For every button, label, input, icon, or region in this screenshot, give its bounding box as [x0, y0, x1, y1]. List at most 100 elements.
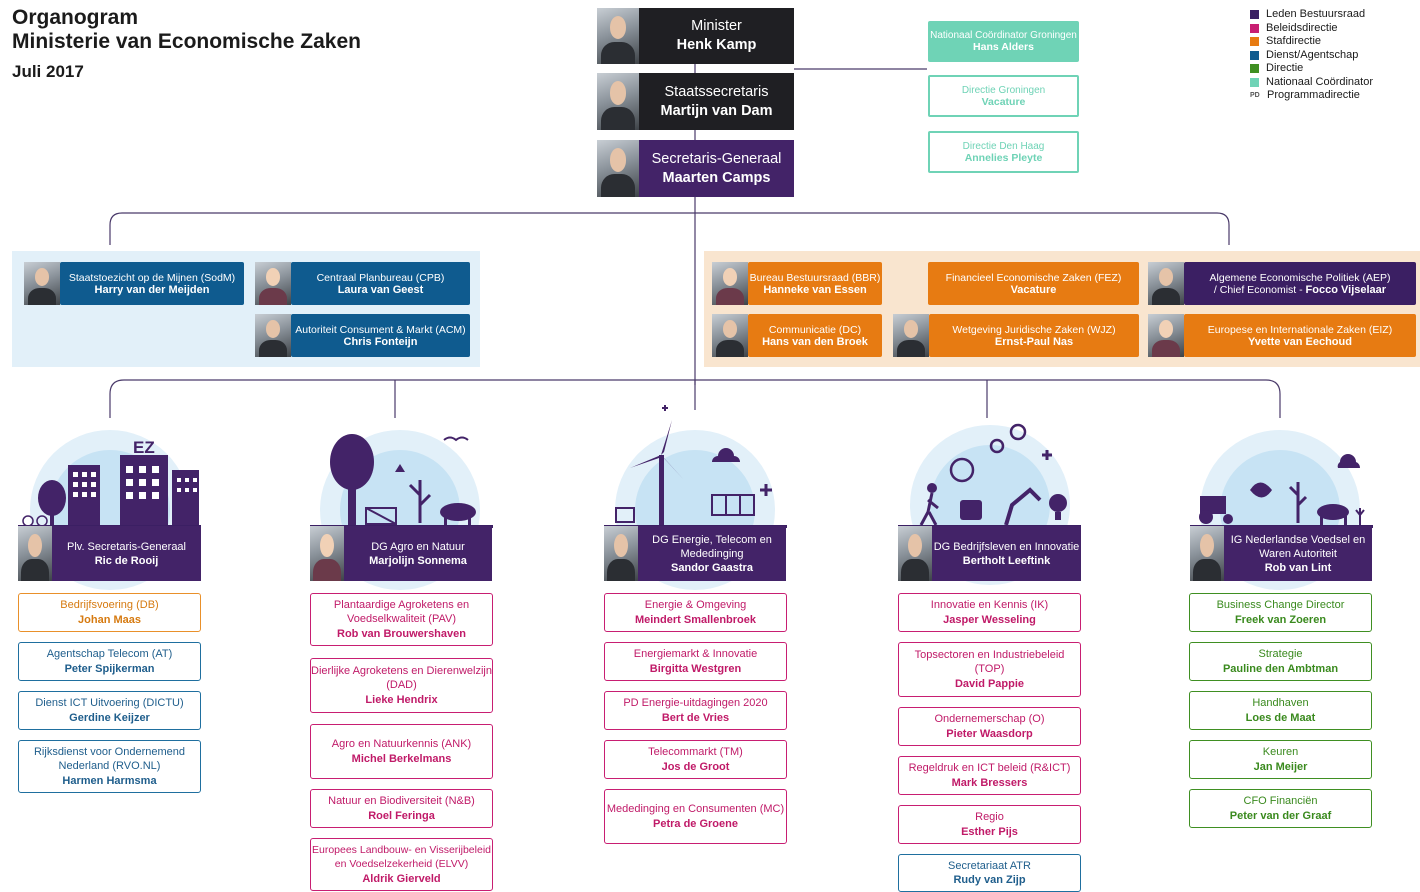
unit-name: Jasper Wesseling	[943, 613, 1036, 626]
dg4-name: Bertholt Leeftink	[962, 554, 1051, 567]
dg3-name: Sandor Gaastra	[671, 561, 753, 574]
legend-swatch	[1250, 10, 1259, 20]
dg1-head[interactable]: Plv. Secretaris-Generaal Ric de Rooij	[52, 526, 201, 581]
eiz-box[interactable]: Europese en Internationale Zaken (EIZ) Y…	[1184, 314, 1416, 357]
unit-rict[interactable]: Regeldruk en ICT beleid (R&ICT) Mark Bre…	[898, 756, 1081, 795]
unit-role: Regio	[975, 811, 1004, 823]
eiz-name: Yvette van Eechoud	[1248, 335, 1352, 348]
directie-den-haag-box[interactable]: Directie Den Haag Annelies Pleyte	[928, 131, 1079, 173]
unit-rvo[interactable]: Rijksdienst voor Ondernemend Nederland (…	[18, 740, 201, 793]
unit-at[interactable]: Agentschap Telecom (AT) Peter Spijkerman	[18, 642, 201, 681]
legend-item: Directie	[1250, 62, 1373, 76]
unit-db[interactable]: Bedrijfsvoering (DB) Johan Maas	[18, 593, 201, 632]
unit-dad[interactable]: Dierlijke Agroketens en Dierenwelzijn (D…	[310, 658, 493, 713]
acm-box[interactable]: Autoriteit Consument & Markt (ACM) Chris…	[291, 314, 470, 357]
unit-name: Peter van der Graaf	[1229, 809, 1332, 822]
aep-box[interactable]: Algemene Economische Politiek (AEP) / Ch…	[1184, 262, 1416, 305]
unit-name: Esther Pijs	[961, 825, 1018, 838]
unit-role: Regeldruk en ICT beleid (R&ICT)	[908, 762, 1071, 774]
cpb-name: Laura van Geest	[337, 283, 424, 296]
unit-nb[interactable]: Natuur en Biodiversiteit (N&B) Roel Feri…	[310, 789, 493, 828]
bbr-box[interactable]: Bureau Bestuursraad (BBR) Hanneke van Es…	[748, 262, 882, 305]
sodm-box[interactable]: Staatstoezicht op de Mijnen (SodM) Harry…	[60, 262, 244, 305]
unit-role: Topsectoren en Industriebeleid (TOP)	[914, 648, 1065, 676]
staatssecretaris-role: Staatssecretaris	[664, 83, 769, 100]
unit-role: Plantaardige Agroketens en Voedselkwalit…	[333, 598, 470, 626]
dc-role: Communicatie (DC)	[768, 323, 862, 336]
bbr-photo	[712, 262, 748, 305]
fez-role: Financieel Economische Zaken (FEZ)	[945, 271, 1122, 284]
minister-name: Henk Kamp	[676, 37, 757, 53]
unit-pav[interactable]: Plantaardige Agroketens en Voedselkwalit…	[310, 593, 493, 646]
legend-label: Leden Bestuursraad	[1266, 8, 1366, 20]
unit-cfo[interactable]: CFO Financiën Peter van der Graaf	[1189, 789, 1372, 828]
sg-name: Maarten Camps	[662, 169, 771, 186]
unit-role: Dienst ICT Uitvoering (DICTU)	[35, 697, 184, 709]
dg5-name: Rob van Lint	[1264, 561, 1332, 574]
nc-role: Nationaal Coördinator Groningen	[930, 30, 1077, 41]
dg1-photo	[18, 526, 52, 581]
unit-top[interactable]: Topsectoren en Industriebeleid (TOP) Dav…	[898, 642, 1081, 697]
legend-item: Nationaal Coördinator	[1250, 76, 1373, 90]
unit-name: Petra de Groene	[653, 817, 738, 830]
dg1-name: Ric de Rooij	[94, 554, 159, 567]
staatssecretaris-box[interactable]: Staatssecretaris Martijn van Dam	[639, 73, 794, 130]
unit-role: Natuur en Biodiversiteit (N&B)	[328, 795, 475, 807]
unit-bcd[interactable]: Business Change Director Freek van Zoere…	[1189, 593, 1372, 632]
dg-role: Directie Groningen	[961, 84, 1046, 96]
unit-o[interactable]: Ondernemerschap (O) Pieter Waasdorp	[898, 707, 1081, 746]
cpb-box[interactable]: Centraal Planbureau (CPB) Laura van Gees…	[291, 262, 470, 305]
unit-role: Dierlijke Agroketens en Dierenwelzijn (D…	[311, 664, 492, 692]
dg5-head[interactable]: IG Nederlandse Voedsel en Waren Autorite…	[1224, 526, 1372, 581]
unit-role: Secretariaat ATR	[948, 859, 1031, 872]
minister-box[interactable]: Minister Henk Kamp	[639, 8, 794, 64]
unit-ik[interactable]: Innovatie en Kennis (IK) Jasper Wesselin…	[898, 593, 1081, 632]
sodm-role: Staatstoezicht op de Mijnen (SodM)	[68, 271, 236, 284]
dg3-photo	[604, 526, 638, 581]
unit-name: Jos de Groot	[661, 760, 730, 773]
cpb-role: Centraal Planbureau (CPB)	[316, 271, 445, 284]
unit-name: Jan Meijer	[1253, 760, 1308, 773]
unit-atr[interactable]: Secretariaat ATR Rudy van Zijp	[898, 854, 1081, 892]
directie-groningen-box[interactable]: Directie Groningen Vacature	[928, 75, 1079, 117]
unit-name: Meindert Smallenbroek	[634, 613, 757, 626]
dg5-photo	[1190, 526, 1224, 581]
fez-box[interactable]: Financieel Economische Zaken (FEZ) Vacat…	[928, 262, 1139, 305]
eiz-photo	[1148, 314, 1184, 357]
unit-ank[interactable]: Agro en Natuurkennis (ANK) Michel Berkel…	[310, 724, 493, 779]
sg-role: Secretaris-Generaal	[651, 150, 782, 167]
unit-name: David Pappie	[954, 677, 1025, 690]
dg3-role: DG Energie, Telecom en Mededinging	[652, 533, 772, 560]
unit-tm[interactable]: Telecommarkt (TM) Jos de Groot	[604, 740, 787, 779]
aep-name: Focco Vijselaar	[1305, 283, 1387, 296]
sg-box[interactable]: Secretaris-Generaal Maarten Camps	[639, 140, 794, 197]
fez-name: Vacature	[1010, 283, 1057, 296]
unit-ei[interactable]: Energiemarkt & Innovatie Birgitta Westgr…	[604, 642, 787, 681]
unit-handhaven[interactable]: Handhaven Loes de Maat	[1189, 691, 1372, 730]
acm-name: Chris Fonteijn	[343, 335, 418, 348]
dg4-role: DG Bedrijfsleven en Innovatie	[933, 540, 1080, 553]
dg2-head[interactable]: DG Agro en Natuur Marjolijn Sonnema	[344, 526, 492, 581]
unit-role: Telecommarkt (TM)	[648, 746, 743, 758]
unit-elvv[interactable]: Europees Landbouw- en Visserijbeleid en …	[310, 838, 493, 891]
dg3-head[interactable]: DG Energie, Telecom en Mededinging Sando…	[638, 526, 786, 581]
unit-regio[interactable]: Regio Esther Pijs	[898, 805, 1081, 844]
nc-groningen-box[interactable]: Nationaal Coördinator Groningen Hans Ald…	[928, 21, 1079, 62]
unit-role: CFO Financiën	[1243, 795, 1318, 807]
unit-mc[interactable]: Mededinging en Consumenten (MC) Petra de…	[604, 789, 787, 844]
unit-strategie[interactable]: Strategie Pauline den Ambtman	[1189, 642, 1372, 681]
aep-role-2: / Chief Economist -	[1213, 283, 1306, 296]
unit-keuren[interactable]: Keuren Jan Meijer	[1189, 740, 1372, 779]
wjz-box[interactable]: Wetgeving Juridische Zaken (WJZ) Ernst-P…	[929, 314, 1139, 357]
wjz-name: Ernst-Paul Nas	[994, 335, 1074, 348]
unit-name: Harmen Harmsma	[62, 774, 157, 787]
dg4-head[interactable]: DG Bedrijfsleven en Innovatie Bertholt L…	[932, 526, 1081, 581]
unit-dictu[interactable]: Dienst ICT Uitvoering (DICTU) Gerdine Ke…	[18, 691, 201, 730]
dc-box[interactable]: Communicatie (DC) Hans van den Broek	[748, 314, 882, 357]
unit-eo[interactable]: Energie & Omgeving Meindert Smallenbroek	[604, 593, 787, 632]
bbr-role: Bureau Bestuursraad (BBR)	[749, 271, 881, 284]
legend-swatch	[1250, 77, 1259, 87]
wjz-role: Wetgeving Juridische Zaken (WJZ)	[952, 323, 1116, 336]
unit-pd-energie[interactable]: PD Energie-uitdagingen 2020 Bert de Vrie…	[604, 691, 787, 730]
